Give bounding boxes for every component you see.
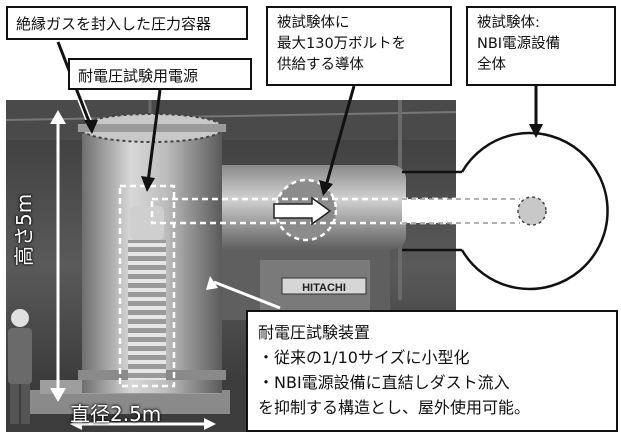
brand-plate-text: HITACHI	[302, 282, 346, 294]
nbi-inner-target	[517, 196, 547, 226]
callout-conductor-line-3: 供給する導体	[277, 57, 364, 73]
callout-pressure-vessel-text: 絶縁ガスを封入した圧力容器	[16, 15, 212, 33]
conductor-arrow	[273, 196, 332, 226]
callout-nbi-line-1: 被試験体:	[477, 15, 540, 31]
callout-nbi-equipment: 被試験体: NBI電源設備 全体	[466, 6, 616, 86]
callout-device-bullet-2: ・NBI電源設備に直結しダスト流入	[258, 373, 510, 392]
callout-conductor: 被試験体に 最大130万ボルトを 供給する導体	[266, 6, 452, 86]
callout-power-supply-text: 耐電圧試験用電源	[78, 67, 199, 85]
callout-device-bullet-1: ・従来の1/10サイズに小型化	[258, 348, 470, 367]
power-supply-outline	[118, 184, 176, 388]
callout-power-supply: 耐電圧試験用電源	[68, 58, 252, 90]
height-label: 高さ5m	[12, 193, 36, 266]
coil-stack	[128, 240, 166, 380]
callout-test-device: 耐電圧試験装置 ・従来の1/10サイズに小型化 ・NBI電源設備に直結しダスト流…	[246, 310, 618, 432]
hitachi-plate	[281, 277, 367, 295]
callout-arrow-gas	[84, 120, 98, 134]
callout-nbi-line-2: NBI電源設備	[477, 36, 561, 52]
diameter-label: 直径2.5m	[70, 402, 162, 426]
callout-arrow-conductor	[324, 85, 356, 187]
callout-nbi-line-3: 全体	[477, 57, 506, 73]
callout-conductor-line-2: 最大130万ボルトを	[277, 36, 407, 52]
callout-arrow-device	[213, 280, 281, 310]
callout-device-bullet-2-cont: を抑制する構造とし、屋外使用可能。	[258, 398, 531, 417]
callout-arrow-psu	[146, 89, 162, 183]
callout-conductor-line-1: 被試験体に	[277, 15, 350, 31]
callout-pressure-vessel: 絶縁ガスを封入した圧力容器	[6, 6, 248, 40]
callout-device-title: 耐電圧試験装置	[258, 323, 371, 342]
